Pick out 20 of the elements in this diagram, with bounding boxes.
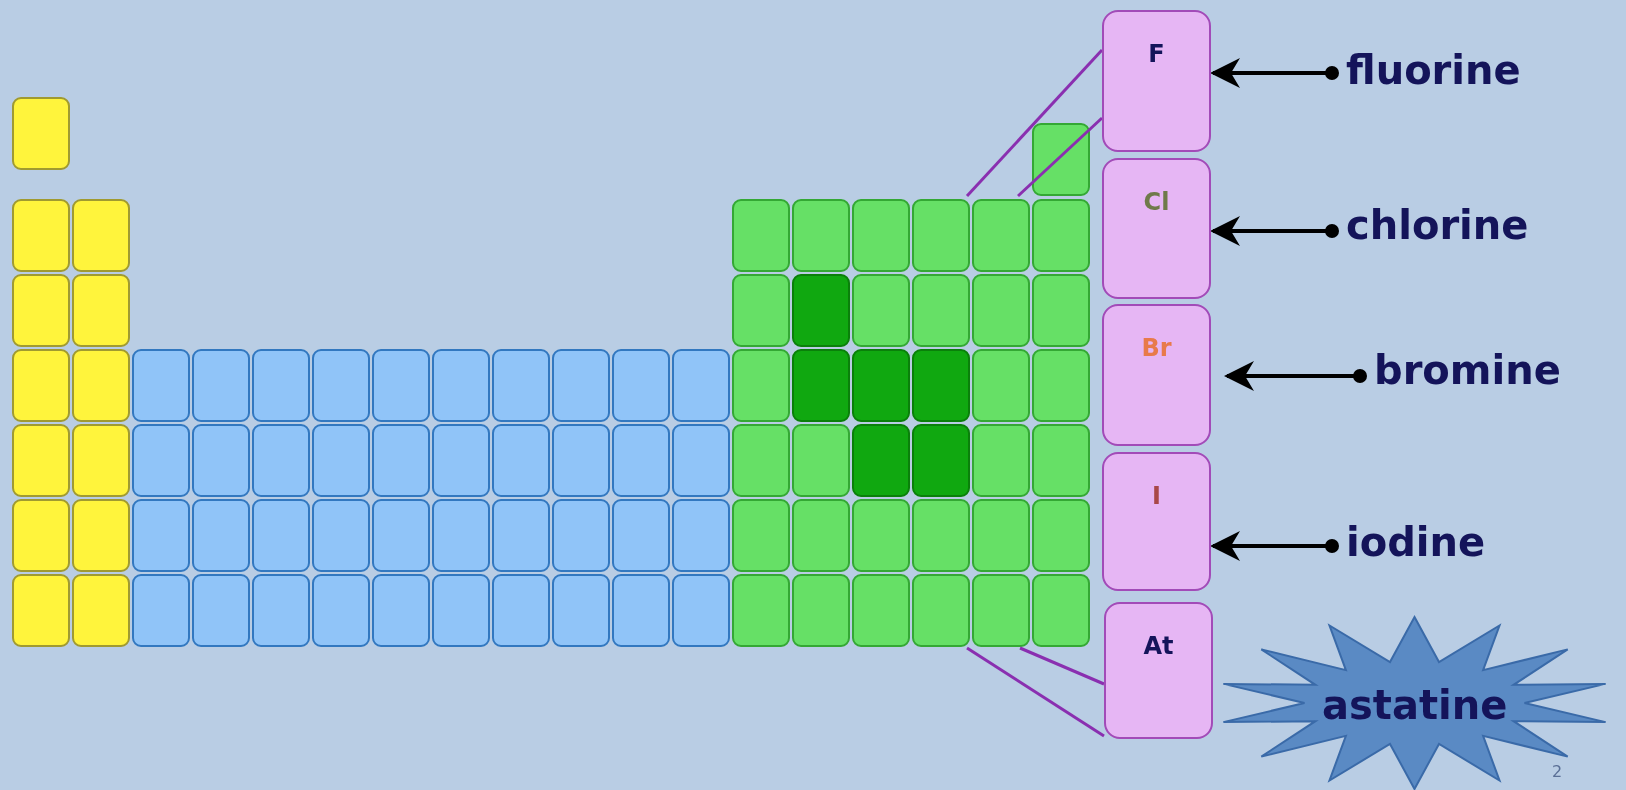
element-name: bromine: [1374, 350, 1561, 390]
element-tile: [1102, 158, 1211, 299]
arrow: [1210, 58, 1339, 88]
element-name: iodine: [1346, 522, 1486, 562]
element-symbol: Cl: [1143, 190, 1170, 218]
element-name: chlorine: [1346, 205, 1529, 245]
element-tile: [1102, 10, 1211, 152]
arrow: [1210, 531, 1339, 561]
element-symbol: I: [1152, 484, 1161, 512]
element-symbol: Br: [1141, 336, 1172, 364]
element-tile: [1102, 452, 1211, 591]
element-tile: [1102, 304, 1211, 446]
element-name: astatine: [1322, 685, 1508, 725]
element-symbol: At: [1143, 634, 1174, 662]
arrow: [1210, 216, 1339, 246]
element-symbol: F: [1148, 42, 1165, 70]
element-tile: [1104, 602, 1213, 739]
page-number: 2: [1552, 762, 1563, 781]
element-name: fluorine: [1346, 50, 1521, 90]
arrow: [1224, 361, 1367, 391]
